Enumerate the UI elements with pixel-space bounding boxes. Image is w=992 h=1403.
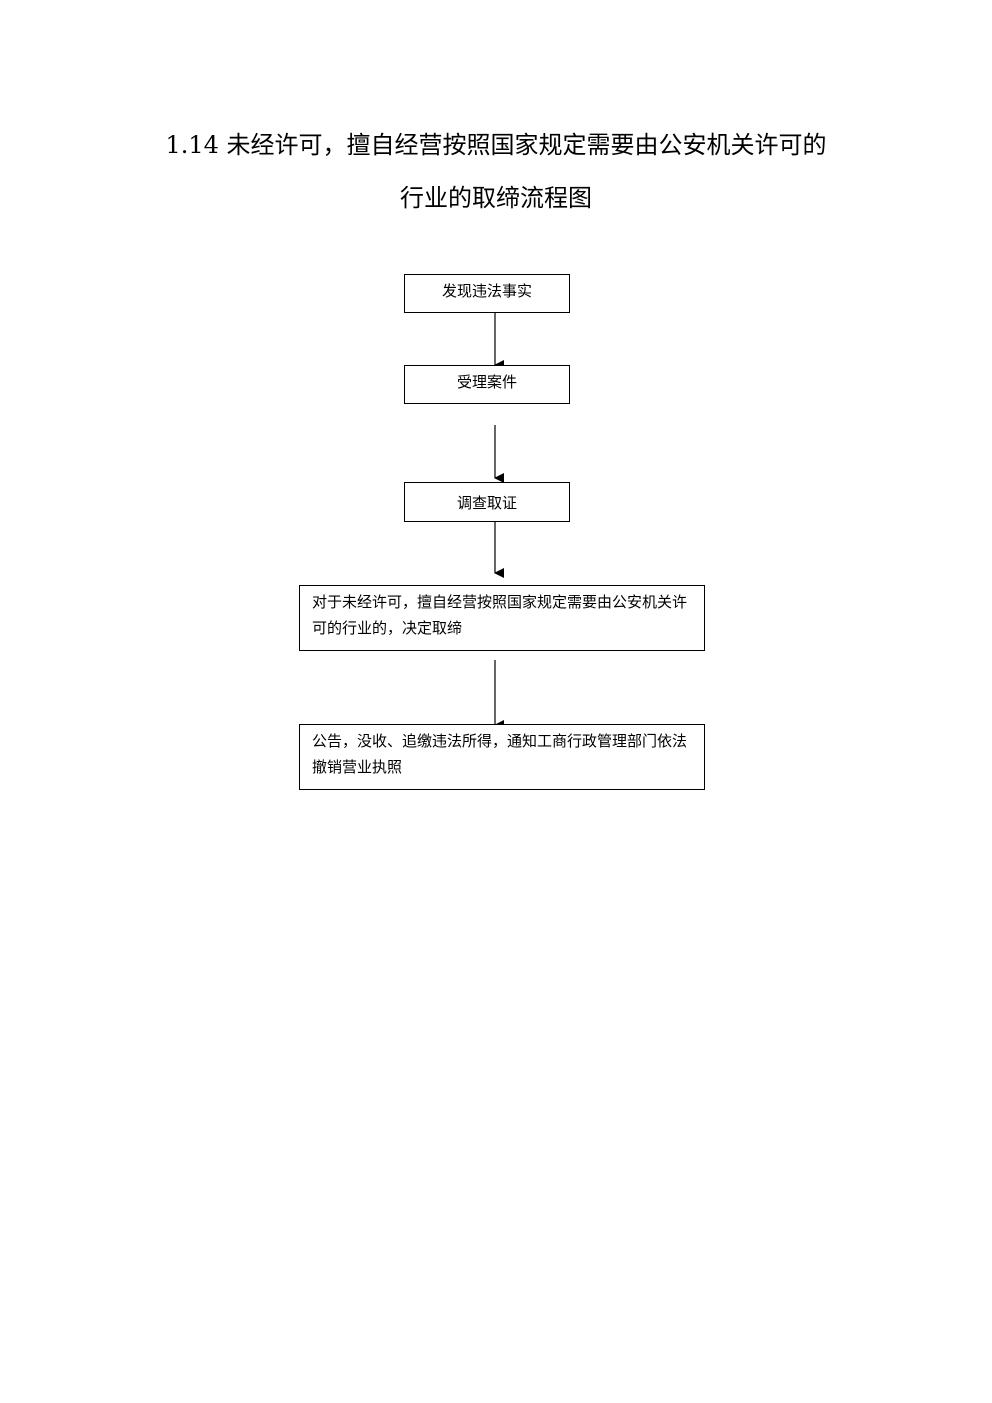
flow-step-decide-ban: 对于未经许可，擅自经营按照国家规定需要由公安机关许可的行业的，决定取缔 — [299, 585, 705, 651]
flow-step-label: 发现违法事实 — [441, 282, 532, 300]
flow-step-accept-case: 受理案件 — [404, 365, 570, 404]
flow-step-label: 对于未经许可，擅自经营按照国家规定需要由公安机关许可的行业的，决定取缔 — [312, 593, 688, 637]
flow-step-announce-confiscate: 公告，没收、追缴违法所得，通知工商行政管理部门依法撤销营业执照 — [299, 724, 705, 790]
page-title-line-1: 1.14 未经许可，擅自经营按照国家规定需要由公安机关许可的 — [165, 131, 827, 159]
page-title-line-2: 行业的取缔流程图 — [400, 184, 592, 212]
flow-step-investigate: 调查取证 — [404, 482, 570, 522]
flow-step-discover-violation: 发现违法事实 — [404, 274, 570, 313]
flow-step-label: 调查取证 — [456, 494, 517, 512]
flow-step-label: 公告，没收、追缴违法所得，通知工商行政管理部门依法撤销营业执照 — [312, 732, 688, 776]
flow-step-label: 受理案件 — [456, 373, 517, 391]
